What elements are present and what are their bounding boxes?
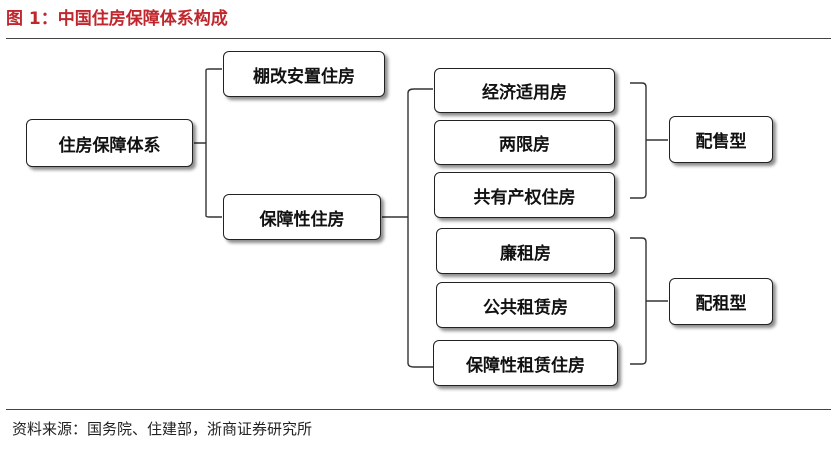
node-price-limited-housing: 两限房 [434, 120, 615, 165]
node-economic-housing: 经济适用房 [434, 68, 615, 113]
group-for-rent: 配租型 [669, 278, 773, 325]
node-shantytown-resettlement: 棚改安置住房 [223, 51, 385, 97]
root-bracket [194, 68, 222, 218]
node-low-rent-housing: 廉租房 [436, 228, 615, 274]
baozhang-bracket [382, 88, 433, 368]
node-shared-ownership-housing: 共有产权住房 [434, 172, 615, 218]
bottom-rule [6, 409, 831, 410]
source-note: 资料来源：国务院、住建部，浙商证券研究所 [12, 420, 313, 438]
rent-bracket [630, 237, 668, 365]
top-rule [6, 38, 831, 39]
node-public-rental-housing: 公共租赁房 [436, 282, 615, 328]
sale-bracket [630, 82, 668, 199]
group-for-sale: 配售型 [669, 116, 773, 163]
node-affordable-rental-housing: 保障性租赁住房 [433, 340, 618, 386]
node-affordable-housing: 保障性住房 [223, 194, 381, 240]
figure-title: 图 1：中国住房保障体系构成 [6, 9, 228, 29]
node-housing-security-system: 住房保障体系 [26, 119, 193, 167]
